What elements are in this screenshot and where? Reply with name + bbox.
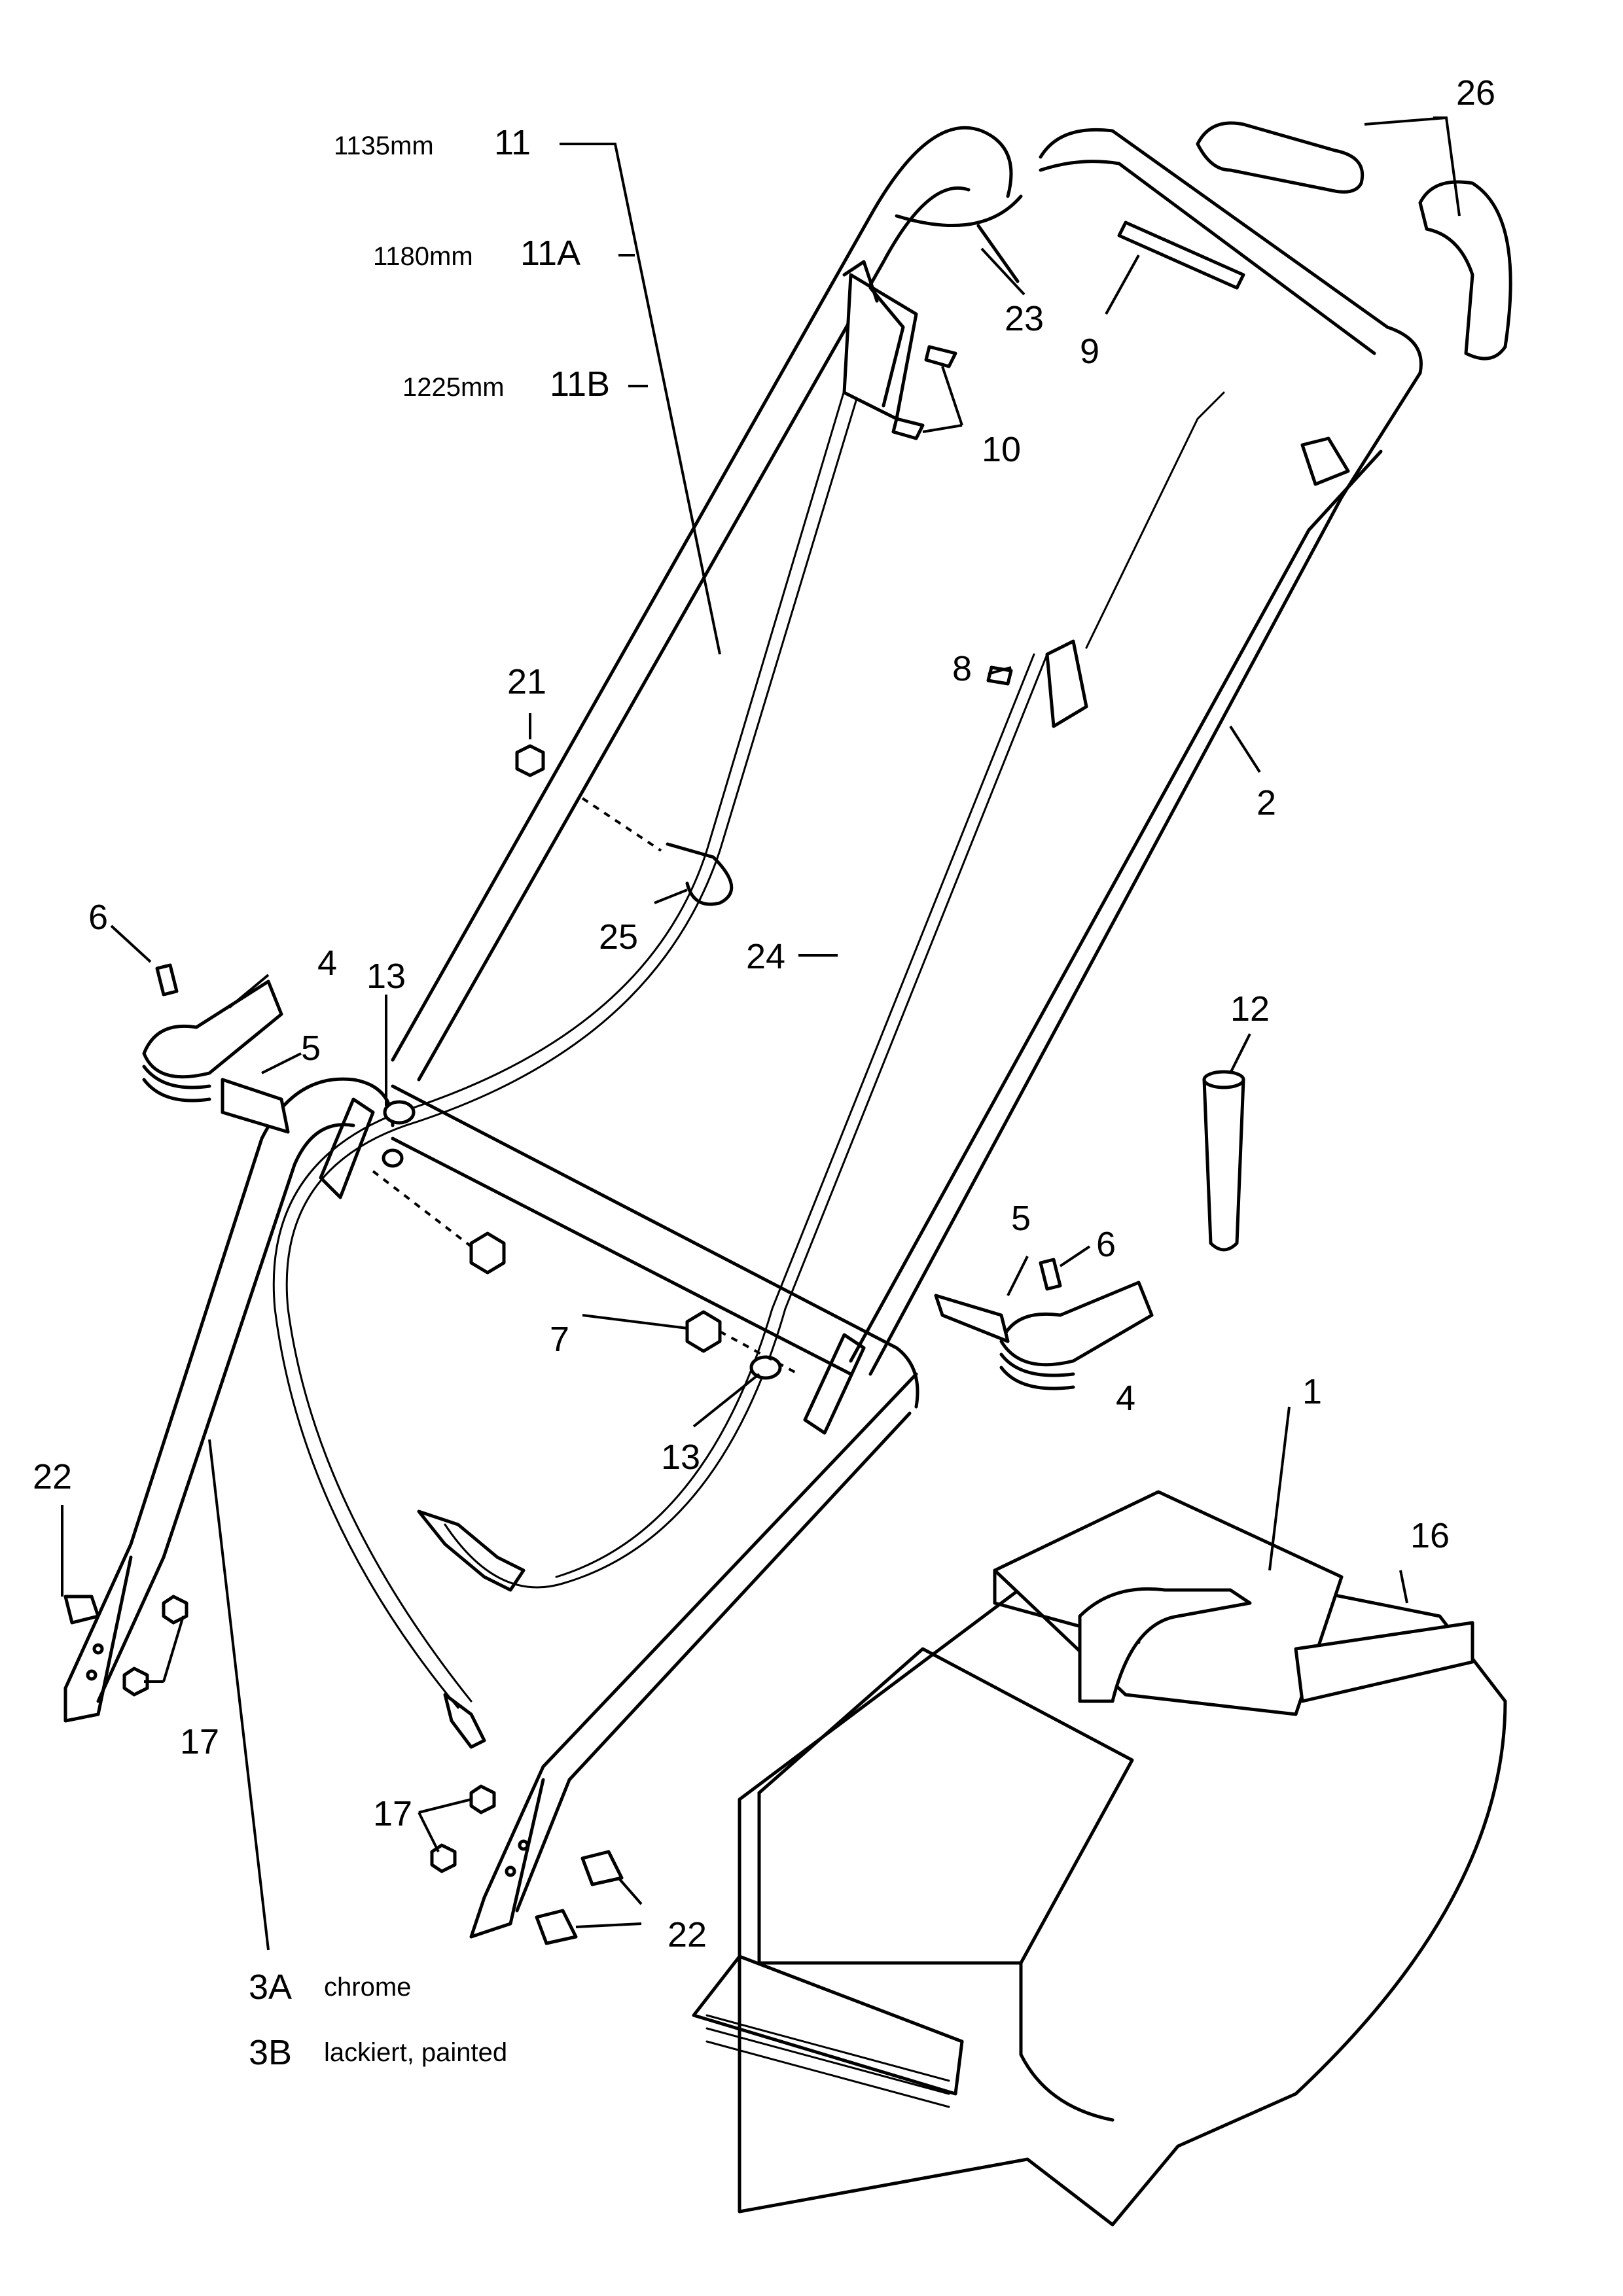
callout-24: 24	[746, 937, 785, 976]
callout-11: 11	[494, 123, 531, 162]
upper-handle	[319, 126, 1423, 1435]
callout-5-left: 5	[301, 1029, 321, 1068]
cable-length-11a: 1180mm	[373, 242, 473, 271]
cable-length-11: 1135mm	[334, 132, 434, 160]
callout-17-bottom: 17	[373, 1794, 412, 1833]
handle-grips	[1196, 121, 1512, 361]
callout-13-top: 13	[366, 957, 406, 996]
callout-22-left: 22	[33, 1457, 72, 1496]
finish-note-3b: lackiert, painted	[324, 2038, 507, 2067]
callout-17-left: 17	[180, 1722, 219, 1761]
callout-12: 12	[1230, 989, 1270, 1029]
callout-4-right: 4	[1116, 1379, 1135, 1418]
socket-wrench	[1202, 1070, 1245, 1252]
callout-21: 21	[507, 662, 546, 701]
callout-7: 7	[550, 1320, 569, 1359]
callout-11b: 11B	[550, 364, 610, 404]
callout-5-right: 5	[1011, 1199, 1031, 1238]
knob-left	[142, 963, 290, 1134]
finish-note-3a: chrome	[324, 1973, 411, 2002]
callout-23: 23	[1005, 299, 1044, 338]
callout-2: 2	[1257, 783, 1276, 822]
nuts-washers	[122, 1100, 782, 1873]
callout-11a: 11A	[520, 234, 580, 273]
callout-1: 1	[1302, 1372, 1322, 1411]
callout-10: 10	[982, 430, 1021, 469]
knob-right	[934, 1258, 1154, 1390]
callout-16: 16	[1410, 1516, 1450, 1555]
screws-22	[63, 1595, 624, 1945]
callout-8: 8	[952, 649, 972, 688]
callout-6-right: 6	[1096, 1225, 1116, 1264]
callout-9: 9	[1080, 332, 1099, 371]
cable-length-11b: 1225mm	[402, 373, 505, 402]
leader-lines	[61, 116, 1461, 1951]
callout-26: 26	[1456, 73, 1495, 113]
cable-clip-right	[986, 436, 1350, 728]
callout-6-left: 6	[88, 898, 108, 937]
callout-3a: 3A	[249, 1968, 292, 2007]
callout-22-bottom: 22	[668, 1915, 707, 1954]
callout-3b: 3B	[249, 2033, 292, 2072]
callout-4-left: 4	[317, 944, 337, 983]
grass-catcher	[692, 1490, 1507, 2227]
callout-25: 25	[599, 917, 638, 957]
callout-13-bottom: 13	[661, 1438, 700, 1477]
top-bracket	[842, 194, 1023, 440]
cables	[272, 345, 1225, 1749]
callout-labels: 1135mm 11 1180mm 11A 1225mm 11B 26 23 9 …	[33, 73, 1495, 2072]
hook-and-nut	[515, 744, 734, 906]
